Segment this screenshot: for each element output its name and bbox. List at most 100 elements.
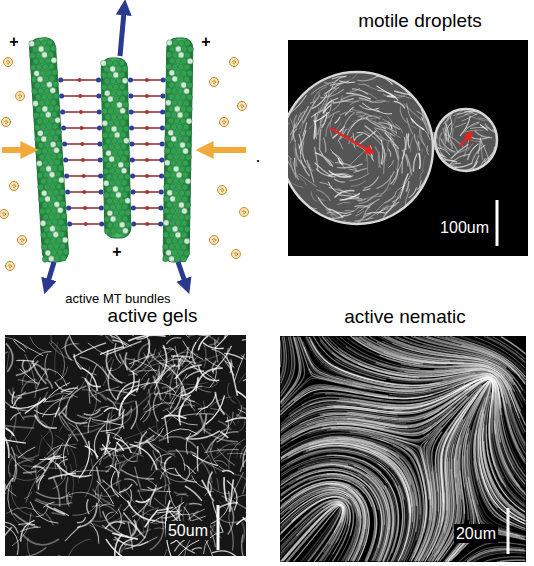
microtubule xyxy=(107,96,113,102)
gel-fibers xyxy=(105,522,125,529)
microtubule xyxy=(55,171,61,177)
microtubule xyxy=(113,60,119,66)
gel-fibers xyxy=(112,455,123,457)
droplet-fibers xyxy=(375,147,380,168)
microtubule xyxy=(108,120,114,126)
microtubule xyxy=(107,222,113,228)
crosslinker xyxy=(159,158,164,163)
microtubule xyxy=(179,166,185,172)
gel-fibers xyxy=(217,448,235,465)
microtubule xyxy=(123,138,129,144)
microtubule xyxy=(185,166,191,172)
gel-fibers xyxy=(174,492,187,495)
gel-fibers xyxy=(211,429,227,450)
microtubule xyxy=(53,93,59,99)
microtubule xyxy=(116,204,122,210)
microtubule xyxy=(117,138,123,144)
gel-fibers xyxy=(58,555,81,556)
microtubule xyxy=(125,198,131,204)
gel-fibers xyxy=(63,444,77,446)
gel-fibers xyxy=(159,437,198,449)
gel-fibers xyxy=(132,501,149,517)
microtubule xyxy=(173,190,179,196)
droplet-fibers xyxy=(319,123,321,140)
microtubule xyxy=(51,165,57,171)
microtubule xyxy=(57,153,63,159)
microtubule xyxy=(59,189,65,195)
gel-fibers xyxy=(69,492,103,503)
microtubule xyxy=(51,111,57,117)
microtubule xyxy=(175,244,181,250)
microtubule xyxy=(42,160,48,166)
microtubule xyxy=(44,238,50,244)
microtubule xyxy=(122,216,128,222)
microtubule xyxy=(178,52,184,58)
microtubule xyxy=(172,238,178,244)
microtubule xyxy=(122,102,128,108)
droplet-fibers xyxy=(355,218,374,221)
microtubule xyxy=(48,159,54,165)
gel-fibers xyxy=(128,501,156,521)
microtubule xyxy=(31,76,37,82)
microtubule xyxy=(173,166,179,172)
gel-fibers xyxy=(214,461,227,466)
droplet-fibers xyxy=(290,159,299,180)
gel-fibers xyxy=(104,408,119,412)
droplet-fibers xyxy=(402,169,412,185)
scale-holder: 50um xyxy=(166,521,210,540)
gel-fibers xyxy=(186,433,191,454)
gel-fibers xyxy=(154,498,166,507)
microtubule xyxy=(117,126,123,132)
gel-fibers xyxy=(234,495,246,501)
microtubule xyxy=(41,148,47,154)
microtubule xyxy=(107,210,113,216)
droplet-fibers xyxy=(316,169,336,177)
microtubule xyxy=(163,256,169,262)
microtubule xyxy=(32,88,38,94)
gel-fibers xyxy=(5,404,6,410)
gel-fibers xyxy=(105,357,112,384)
microtubule xyxy=(180,106,186,112)
microtubule xyxy=(120,144,126,150)
gel-fibers xyxy=(154,365,159,394)
droplet-fibers xyxy=(367,193,378,200)
gel-fibers xyxy=(104,480,121,491)
microtubule xyxy=(63,249,69,255)
droplet-fibers xyxy=(393,169,398,185)
droplet-fibers xyxy=(375,134,395,144)
gel-fibers xyxy=(204,343,207,368)
depletant-blob xyxy=(210,78,219,87)
nematic-streaks xyxy=(281,504,345,562)
gel-fibers xyxy=(14,513,38,527)
microtubule xyxy=(34,82,40,88)
microtubule xyxy=(38,196,44,202)
gel-fibers xyxy=(80,357,109,379)
droplet-fibers xyxy=(374,128,394,136)
microtubule xyxy=(103,156,109,162)
scale-bar xyxy=(496,200,499,246)
microtubule xyxy=(113,72,119,78)
microtubule xyxy=(117,114,123,120)
crosslinker xyxy=(145,126,149,130)
droplet-fibers xyxy=(423,128,430,140)
gel-fibers xyxy=(161,358,166,379)
microtubule xyxy=(113,84,119,90)
gel-fibers xyxy=(36,492,65,499)
droplet-fibers xyxy=(469,116,486,121)
microtubule xyxy=(36,160,42,166)
gel-fibers xyxy=(176,405,195,410)
motion-arrow xyxy=(330,128,368,150)
gel-fibers xyxy=(65,337,71,361)
droplet-fibers xyxy=(323,170,337,178)
nematic-streaks xyxy=(459,543,525,562)
gel-fibers xyxy=(66,477,69,504)
crosslinker xyxy=(129,142,134,147)
microtubule xyxy=(107,198,113,204)
gel-fibers xyxy=(212,551,239,556)
microtubule xyxy=(164,196,170,202)
droplet-fibers xyxy=(319,148,331,166)
scale-bar xyxy=(217,505,220,550)
microtubule xyxy=(50,195,56,201)
crosslinker xyxy=(145,206,149,210)
microtubule xyxy=(176,184,182,190)
